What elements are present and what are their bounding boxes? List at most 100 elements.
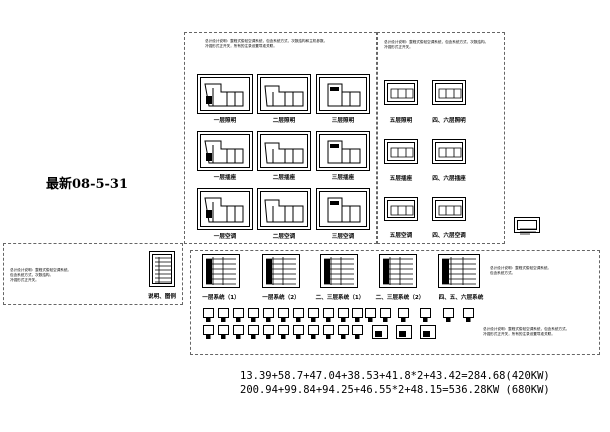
floor-plan-drawing (204, 140, 244, 164)
detail-symbol-icon[interactable] (420, 308, 431, 322)
upper-sheet-3-2[interactable] (432, 197, 466, 221)
detail-symbol-icon[interactable] (308, 308, 319, 322)
detail-symbol-icon[interactable] (278, 325, 289, 339)
legend-label: 说明、图例 (148, 294, 176, 300)
upper-sheet-1-2[interactable] (432, 80, 466, 105)
system-diagram-drawing (442, 257, 476, 285)
detail-symbol-icon[interactable] (463, 308, 474, 322)
upper-label: 五层插座 (389, 176, 413, 182)
system-label: 一层系统（2） (262, 295, 300, 301)
detail-symbol-icon[interactable] (248, 325, 259, 339)
legend-table-drawing (155, 257, 171, 283)
system-label: 二、三层系统（2） (375, 295, 425, 301)
detail-symbol-icon[interactable] (233, 308, 244, 322)
system-diagram-drawing (324, 257, 354, 285)
legend-frame (3, 243, 183, 305)
detail-symbol-icon[interactable] (323, 325, 334, 339)
floor-plan-drawing (327, 140, 361, 164)
detail-symbol-icon[interactable] (203, 325, 214, 339)
right-design-note: 总计设计说明：整程式俊轻空调系统，包含系统方式，次数结构。 冷强形式正开关。 (384, 40, 489, 50)
formula-line-1: 13.39+58.7+47.04+38.53+41.8*2+43.42=284.… (240, 370, 550, 382)
detail-symbol-icon[interactable] (263, 308, 274, 322)
system-sheet-2[interactable] (262, 254, 300, 288)
plan-label: 三层空调 (331, 234, 355, 240)
upper-sheet-2-2[interactable] (432, 139, 466, 164)
floor-plan-drawing (264, 142, 304, 164)
detail-symbol-icon[interactable] (323, 308, 334, 322)
plan-sheet-3-3[interactable] (316, 188, 370, 230)
system-sheet-4[interactable] (379, 254, 417, 288)
floor-plan-drawing (327, 83, 361, 107)
floor-plan-drawing (438, 205, 462, 216)
detail-symbol-icon[interactable] (308, 325, 319, 339)
upper-label: 四、六层插座 (432, 176, 466, 182)
plan-label: 一层插座 (213, 175, 237, 181)
detail-symbol-icon[interactable] (365, 308, 376, 322)
top-design-note: 总计设计说明：整程式俊轻空调系统，包含系统方式，次数结构和主机参数。 冷强形式正… (205, 39, 328, 49)
detail-symbol-icon[interactable] (338, 308, 349, 322)
upper-label: 四、六层空调 (432, 233, 466, 239)
mid-design-note: 总计设计说明：整程式俊轻空调系统。 包含系统方式。 (490, 266, 552, 276)
bottom-design-note: 总计设计说明：整程式俊轻空调系统，包含系统方式。 冷强形式正开关，所有的注录设置… (483, 327, 570, 337)
detail-symbol-icon[interactable] (233, 325, 244, 339)
floor-plan-drawing (438, 147, 462, 158)
detail-symbol-icon[interactable] (203, 308, 214, 322)
detail-symbol-icon[interactable] (263, 325, 274, 339)
plan-sheet-2-2[interactable] (257, 131, 311, 171)
floor-plan-drawing (390, 205, 414, 216)
system-diagram-drawing (266, 257, 296, 285)
plan-sheet-1-1[interactable] (197, 74, 253, 114)
detail-symbol-icon[interactable] (420, 325, 436, 339)
detail-symbol-icon[interactable] (293, 325, 304, 339)
system-sheet-5[interactable] (438, 254, 480, 288)
detail-symbol-icon[interactable] (278, 308, 289, 322)
detail-symbol-icon[interactable] (380, 308, 391, 322)
plan-label: 三层照明 (331, 118, 355, 124)
upper-sheet-1-1[interactable] (384, 80, 418, 105)
detail-symbol-icon[interactable] (248, 308, 259, 322)
upper-label: 四、六层照明 (432, 118, 466, 124)
systems-frame (190, 250, 600, 355)
detail-symbol-icon[interactable] (372, 325, 388, 339)
plan-sheet-2-3[interactable] (316, 131, 370, 171)
floor-plan-drawing (390, 88, 414, 99)
detail-symbol-icon[interactable] (218, 308, 229, 322)
upper-label: 五层空调 (389, 233, 413, 239)
date-label: 最新08-5-31 (46, 177, 129, 192)
system-label: 四、五、六层系统 (438, 295, 484, 301)
detail-symbol-icon[interactable] (443, 308, 454, 322)
plan-sheet-1-2[interactable] (257, 74, 311, 114)
plans-frame (184, 32, 377, 244)
upper-sheet-2-1[interactable] (384, 139, 418, 164)
floor-plan-drawing (204, 197, 244, 223)
system-diagram-drawing (206, 257, 236, 285)
system-sheet-1[interactable] (202, 254, 240, 288)
floor-plan-drawing (204, 83, 244, 107)
plan-sheet-1-3[interactable] (316, 74, 370, 114)
plan-sheet-3-1[interactable] (197, 188, 253, 230)
system-sheet-3[interactable] (320, 254, 358, 288)
plan-label: 三层插座 (331, 175, 355, 181)
upper-floors-frame (377, 32, 505, 244)
detail-symbol-icon[interactable] (396, 325, 412, 339)
detail-symbol-icon[interactable] (352, 325, 363, 339)
legend-sheet[interactable] (149, 251, 175, 287)
plan-sheet-2-1[interactable] (197, 131, 253, 171)
plan-sheet-3-2[interactable] (257, 188, 311, 230)
detail-symbol-icon[interactable] (352, 308, 363, 322)
plan-label: 一层照明 (213, 118, 237, 124)
detail-symbol-icon[interactable] (338, 325, 349, 339)
upper-label: 五层照明 (389, 118, 413, 124)
detail-symbol-icon[interactable] (293, 308, 304, 322)
formula-line-2: 200.94+99.84+94.25+46.55*2+48.15=536.28K… (240, 384, 550, 396)
plan-label: 一层空调 (213, 234, 237, 240)
plan-label: 二层插座 (272, 175, 296, 181)
system-label: 二、三层系统（1） (315, 295, 365, 301)
floor-plan-drawing (390, 147, 414, 158)
detail-symbol-icon[interactable] (218, 325, 229, 339)
upper-sheet-3-1[interactable] (384, 197, 418, 221)
detail-symbol-icon[interactable] (398, 308, 409, 322)
title-block-sheet[interactable] (514, 217, 540, 235)
floor-plan-drawing (327, 197, 361, 223)
left-design-note: 总计设计说明：整程式俊轻空调系统。 包含系统方式，次数结构。 冷强形式正开关。 (10, 268, 72, 283)
